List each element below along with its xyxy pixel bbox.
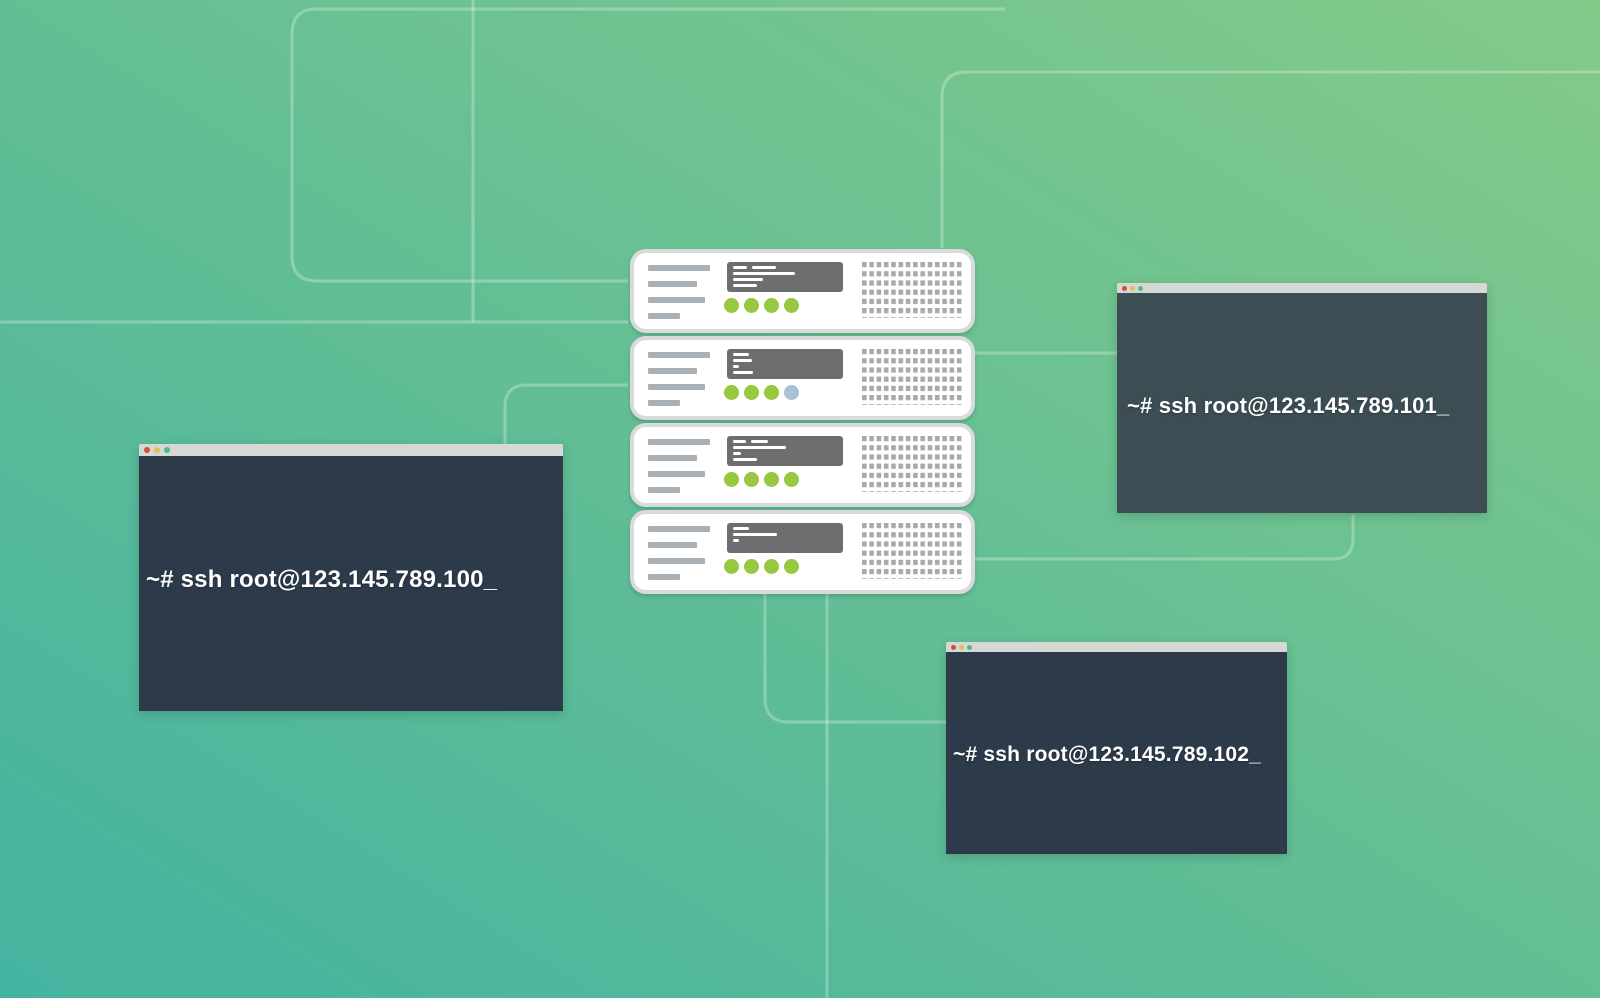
- status-leds: [724, 559, 799, 574]
- maximize-button[interactable]: [164, 447, 170, 453]
- drive-bay-bars: [648, 526, 710, 580]
- vent-grid: [862, 523, 964, 579]
- led-indicator: [724, 385, 739, 400]
- circuit-trace: [763, 592, 948, 724]
- minimize-button[interactable]: [154, 447, 160, 453]
- circuit-trace: [940, 70, 1600, 248]
- vent-grid: [862, 436, 964, 492]
- minimize-button[interactable]: [1130, 285, 1135, 291]
- terminal-body[interactable]: ~# ssh root@123.145.789.100_: [139, 456, 563, 711]
- close-button[interactable]: [144, 447, 150, 453]
- server-unit: [630, 336, 975, 420]
- terminal-body[interactable]: ~# ssh root@123.145.789.101_: [1117, 293, 1487, 513]
- terminal-body[interactable]: ~# ssh root@123.145.789.102_: [946, 652, 1287, 854]
- server-display: [727, 436, 843, 466]
- led-indicator: [744, 298, 759, 313]
- led-indicator: [744, 559, 759, 574]
- server-display: [727, 262, 843, 292]
- server-display: [727, 349, 843, 379]
- led-indicator: [764, 472, 779, 487]
- server-unit: [630, 249, 975, 333]
- led-indicator: [724, 472, 739, 487]
- server-unit: [630, 423, 975, 507]
- terminal-window-101: ~# ssh root@123.145.789.101_: [1117, 283, 1487, 513]
- status-leds: [724, 298, 799, 313]
- terminal-window-100: ~# ssh root@123.145.789.100_: [139, 444, 563, 711]
- led-indicator: [784, 385, 799, 400]
- close-button[interactable]: [951, 644, 956, 650]
- terminal-titlebar: [946, 642, 1287, 652]
- status-leds: [724, 385, 799, 400]
- close-button[interactable]: [1122, 285, 1127, 291]
- led-indicator: [764, 298, 779, 313]
- terminal-window-102: ~# ssh root@123.145.789.102_: [946, 642, 1287, 854]
- led-indicator: [744, 385, 759, 400]
- command-prompt: ~# ssh root@123.145.789.102_: [953, 743, 1262, 766]
- server-unit: [630, 510, 975, 594]
- minimize-button[interactable]: [959, 644, 964, 650]
- led-indicator: [764, 559, 779, 574]
- drive-bay-bars: [648, 352, 710, 406]
- vent-grid: [862, 349, 964, 405]
- drive-bay-bars: [648, 439, 710, 493]
- led-indicator: [744, 472, 759, 487]
- command-prompt: ~# ssh root@123.145.789.101_: [1127, 393, 1450, 418]
- circuit-trace: [503, 383, 628, 446]
- led-indicator: [724, 559, 739, 574]
- vent-grid: [862, 262, 964, 318]
- terminal-titlebar: [1117, 283, 1487, 293]
- circuit-trace: [290, 7, 1005, 283]
- led-indicator: [784, 472, 799, 487]
- led-indicator: [784, 298, 799, 313]
- maximize-button[interactable]: [1138, 285, 1143, 291]
- led-indicator: [724, 298, 739, 313]
- terminal-titlebar: [139, 444, 563, 456]
- server-display: [727, 523, 843, 553]
- led-indicator: [784, 559, 799, 574]
- led-indicator: [764, 385, 779, 400]
- drive-bay-bars: [648, 265, 710, 319]
- command-prompt: ~# ssh root@123.145.789.100_: [146, 566, 498, 593]
- status-leds: [724, 472, 799, 487]
- circuit-trace: [975, 515, 1355, 561]
- maximize-button[interactable]: [967, 644, 972, 650]
